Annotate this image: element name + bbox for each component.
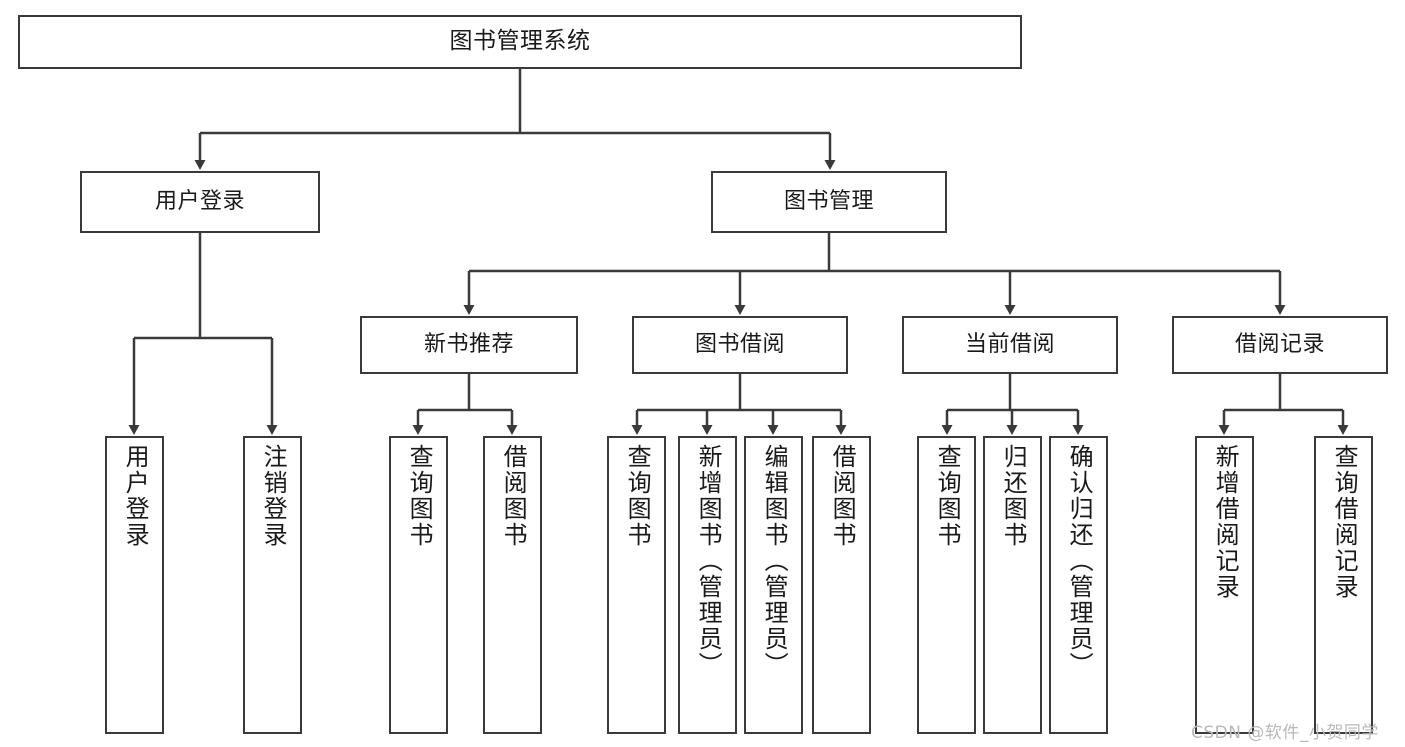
leaf-borrow-query-book[interactable]: 查询图书 — [607, 436, 666, 734]
leaf-current-confirm-return-admin[interactable]: 确认归还（管理员） — [1049, 436, 1108, 734]
node-label: 图书管理系统 — [449, 28, 591, 55]
node-book-management[interactable]: 图书管理 — [711, 171, 947, 233]
node-label: 注销登录 — [259, 444, 288, 548]
leaf-user-login-login[interactable]: 用户登录 — [105, 436, 164, 734]
node-label: 查询图书 — [405, 444, 434, 548]
node-label: 用户登录 — [154, 189, 245, 215]
node-label: 新书推荐 — [423, 332, 514, 358]
node-new-book-recommend[interactable]: 新书推荐 — [360, 316, 578, 374]
node-label: 借阅图书 — [828, 444, 857, 548]
node-label: 确认归还（管理员） — [1065, 444, 1094, 678]
leaf-recommend-query-book[interactable]: 查询图书 — [389, 436, 448, 734]
node-label: 新增借阅记录 — [1211, 444, 1240, 600]
node-label: 用户登录 — [121, 444, 150, 548]
leaf-current-return-book[interactable]: 归还图书 — [983, 436, 1042, 734]
watermark-csdn: CSDN @软件_小贺同学 — [1191, 723, 1379, 743]
leaf-record-query-record[interactable]: 查询借阅记录 — [1314, 436, 1373, 734]
node-user-login[interactable]: 用户登录 — [80, 171, 320, 233]
leaf-borrow-borrow-book[interactable]: 借阅图书 — [812, 436, 871, 734]
leaf-borrow-add-book-admin[interactable]: 新增图书（管理员） — [678, 436, 737, 734]
node-book-borrow[interactable]: 图书借阅 — [632, 316, 848, 374]
leaf-recommend-borrow-book[interactable]: 借阅图书 — [483, 436, 542, 734]
leaf-user-login-logout[interactable]: 注销登录 — [243, 436, 302, 734]
node-label: 新增图书（管理员） — [694, 444, 723, 678]
node-label: 编辑图书（管理员） — [760, 444, 789, 678]
leaf-record-add-record[interactable]: 新增借阅记录 — [1195, 436, 1254, 734]
node-label: 当前借阅 — [964, 332, 1055, 358]
node-label: 查询借阅记录 — [1330, 444, 1359, 600]
node-label: 借阅记录 — [1234, 332, 1325, 358]
node-label: 借阅图书 — [499, 444, 528, 548]
node-label: 查询图书 — [933, 444, 962, 548]
node-label: 图书管理 — [783, 189, 874, 215]
node-root-system[interactable]: 图书管理系统 — [18, 15, 1022, 69]
leaf-current-query-book[interactable]: 查询图书 — [917, 436, 976, 734]
node-current-borrow[interactable]: 当前借阅 — [902, 316, 1118, 374]
node-label: 查询图书 — [623, 444, 652, 548]
node-borrow-record[interactable]: 借阅记录 — [1172, 316, 1388, 374]
node-label: 归还图书 — [999, 444, 1028, 548]
leaf-borrow-edit-book-admin[interactable]: 编辑图书（管理员） — [744, 436, 803, 734]
node-label: 图书借阅 — [694, 332, 785, 358]
